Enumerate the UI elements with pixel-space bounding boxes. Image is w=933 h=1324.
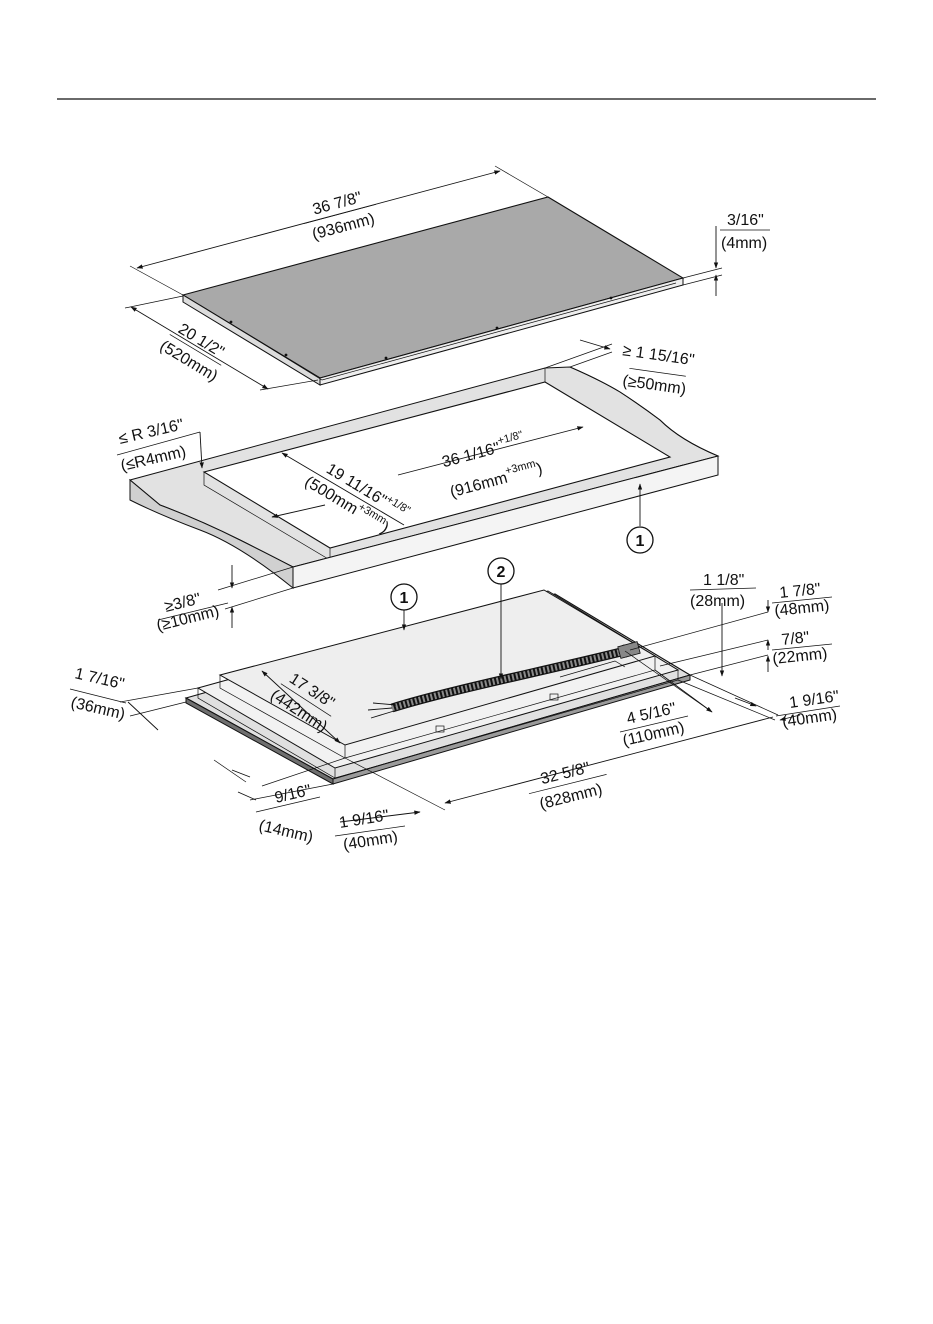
base-left-offset-mm: (40mm) (342, 829, 399, 854)
cutout-radius-in: ≤ R 3/16" (117, 416, 185, 447)
cooktop-illustration (183, 197, 683, 385)
callout-appliance: 1 (400, 590, 409, 607)
base-height-c-in: 7/8" (781, 629, 811, 649)
base-inner-width-in: 32 5/8" (539, 760, 592, 789)
appliance-illustration (186, 590, 690, 784)
base-height-a-in: 1 1/8" (703, 572, 744, 589)
cooktop-thickness-in: 3/16" (727, 212, 764, 229)
base-left-offset-in: 1 9/16" (338, 807, 390, 832)
base-height-c-mm: (22mm) (772, 645, 829, 668)
worktop-illustration (130, 367, 718, 588)
base-height-a-mm: (28mm) (690, 593, 745, 610)
cutout-clearance-mm: (≥50mm) (621, 373, 687, 399)
callout-cable: 2 (497, 564, 506, 581)
base-side-offset-mm: (36mm) (69, 694, 127, 723)
cutout-clearance-in: ≥ 1 15/16" (621, 342, 695, 369)
callout-worktop: 1 (636, 533, 645, 550)
cooktop-thickness-mm: (4mm) (721, 235, 767, 252)
base-front-offset-mm: (14mm) (257, 817, 315, 846)
base-side-offset-in: 1 7/16" (73, 665, 126, 693)
